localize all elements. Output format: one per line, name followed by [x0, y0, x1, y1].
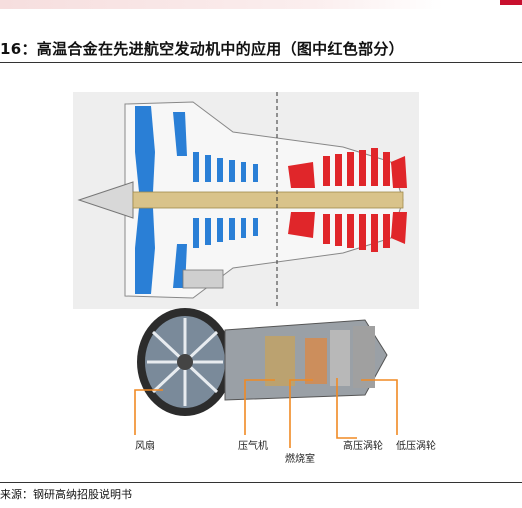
hp-turbine-section — [330, 330, 350, 386]
callout-lines — [134, 378, 398, 448]
compressor-stages — [193, 152, 258, 248]
engine-cross-section-diagram — [73, 92, 419, 309]
label-compressor: 压气机 — [238, 441, 268, 452]
main-shaft — [132, 191, 404, 209]
brand-mark — [500, 0, 522, 5]
label-hp-turbine: 高压涡轮 — [343, 441, 383, 452]
accessory-gearbox — [182, 269, 224, 289]
header-decoration-bar — [0, 0, 522, 9]
label-fan: 风扇 — [135, 441, 155, 452]
fan-blade-lower — [135, 208, 155, 294]
figure-title: 16：高温合金在先进航空发动机中的应用（图中红色部分） — [0, 40, 404, 58]
fan-hub — [177, 354, 193, 370]
fan-blade-upper — [135, 106, 155, 192]
compressor-section — [265, 336, 295, 386]
lp-turbine-section — [353, 326, 375, 388]
spinner-cone — [77, 181, 134, 219]
engine-3d-svg — [134, 308, 398, 448]
title-divider — [0, 62, 522, 63]
cross-section-svg — [77, 92, 407, 309]
engine-3d-illustration: 风扇 压气机 燃烧室 高压涡轮 低压涡轮 — [125, 300, 436, 470]
combustor-section — [305, 338, 327, 384]
label-combustor: 燃烧室 — [285, 454, 315, 465]
superalloy-hot-section — [288, 148, 407, 252]
source-divider — [0, 482, 522, 483]
figure-source: 来源：钢研高纳招股说明书 — [0, 488, 132, 501]
label-lp-turbine: 低压涡轮 — [396, 441, 436, 452]
fan-outlet-vane-upper — [173, 112, 187, 156]
